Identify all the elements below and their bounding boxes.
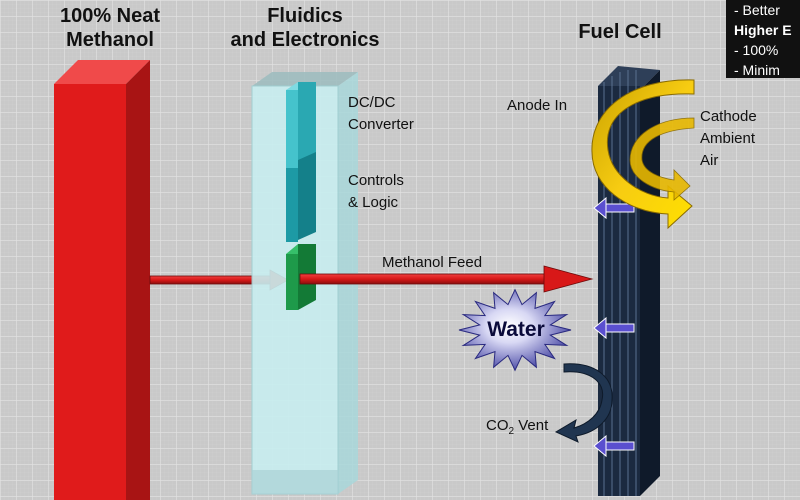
fluidics-panel <box>251 72 358 495</box>
fluidics-panel-top <box>252 72 358 86</box>
fuel-cell-top <box>598 66 660 90</box>
anode-in-label: Anode In <box>507 97 568 114</box>
dcdc-block <box>286 90 298 170</box>
co2-subscript: 2 <box>508 426 515 437</box>
controls-label-line-2: & Logic <box>348 194 399 211</box>
co2-vent-label: CO2 Vent <box>486 415 548 443</box>
methanol-tank-front <box>54 84 126 500</box>
info-line-1: - Better <box>734 2 780 18</box>
methanol-feed-arrow <box>299 265 594 293</box>
fluidics-title-line-1: Fluidics <box>267 5 343 27</box>
dcdc-label-line-1: DC/DC <box>348 94 396 111</box>
co2-vent-arrow <box>554 363 613 443</box>
water-burst <box>458 288 572 372</box>
cathode-label-line-2: Ambient <box>700 130 756 147</box>
valve-block <box>286 254 298 310</box>
info-line-4: - Minim <box>734 62 780 78</box>
methanol-tank <box>54 60 150 500</box>
cathode-label-line-3: Air <box>700 152 719 169</box>
cathode-label-line-1: Cathode <box>700 108 757 125</box>
methanol-tank-top <box>54 60 150 84</box>
methanol-feed-label: Methanol Feed <box>382 254 483 271</box>
internal-flow-arrow-3 <box>593 434 635 458</box>
internal-flow-arrow-1 <box>593 196 635 220</box>
water-label: Water <box>487 318 545 341</box>
info-box: - Better Higher E - 100% - Minim <box>726 0 800 78</box>
co2-suffix: Vent <box>514 417 549 434</box>
fluidics-title: Fluidics and Electronics <box>212 4 398 52</box>
controls-block-side <box>298 152 316 240</box>
methanol-title-line-1: 100% Neat <box>59 5 161 27</box>
controls-label: Controls & Logic <box>348 170 404 214</box>
dcdc-label-line-2: Converter <box>348 116 414 133</box>
fuel-cell-title: Fuel Cell <box>578 21 662 43</box>
cathode-label: Cathode Ambient Air <box>700 106 757 172</box>
methanol-title: 100% Neat Methanol <box>40 4 180 52</box>
info-line-2: Higher E <box>734 22 792 38</box>
fluidics-title-line-2: and Electronics <box>230 29 380 51</box>
methanol-tank-side <box>126 60 150 500</box>
co2-prefix: CO <box>486 417 509 434</box>
methanol-title-line-2: Methanol <box>66 29 154 51</box>
info-line-3: - 100% <box>734 42 779 58</box>
cathode-air-arrow <box>591 79 695 230</box>
fluidics-panel-base <box>252 470 338 494</box>
controls-label-line-1: Controls <box>348 172 404 189</box>
internal-flow-arrow-2 <box>593 316 635 340</box>
dcdc-label: DC/DC Converter <box>348 92 414 136</box>
dcdc-block-side <box>298 82 316 168</box>
controls-block <box>286 168 298 242</box>
